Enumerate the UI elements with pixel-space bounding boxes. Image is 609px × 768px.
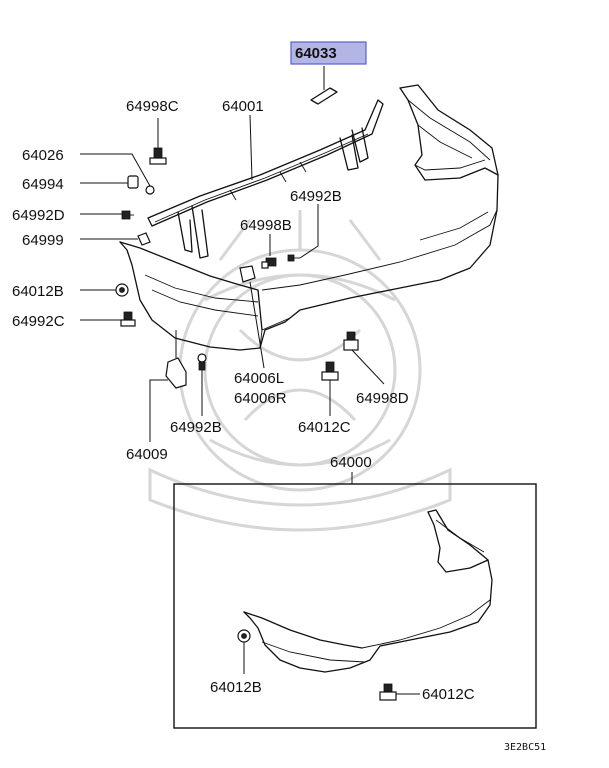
label-64992B-top[interactable]: 64992B <box>290 188 342 205</box>
watermark-emblem <box>148 210 452 532</box>
fastener-64992B-bottom <box>197 353 207 371</box>
part-bumper-cover-assembly <box>243 509 493 673</box>
label-64999[interactable]: 64999 <box>22 232 64 249</box>
fastener-64012C-mid <box>321 361 339 381</box>
fastener-64992C <box>120 311 136 327</box>
label-64009[interactable]: 64009 <box>126 446 168 463</box>
fastener-64992B-top <box>287 254 300 262</box>
fastener-64998B <box>261 257 277 269</box>
fastener-64026 <box>145 185 155 195</box>
fastener-64998C <box>149 147 167 165</box>
figure-code: 3E2BC51 <box>504 742 546 753</box>
fastener-64012C-box <box>379 683 397 701</box>
label-64000[interactable]: 64000 <box>330 454 372 471</box>
part-64001-reinforcement <box>147 99 384 259</box>
label-64012C-mid[interactable]: 64012C <box>298 419 351 436</box>
clip-64999 <box>137 232 151 246</box>
label-64994[interactable]: 64994 <box>22 176 64 193</box>
label-64992D[interactable]: 64992D <box>12 207 65 224</box>
label-64006R[interactable]: 64006R <box>234 390 287 407</box>
label-64001[interactable]: 64001 <box>222 98 264 115</box>
fastener-64998D <box>343 331 359 351</box>
bracket-64009 <box>165 357 187 389</box>
label-64998C[interactable]: 64998C <box>126 98 179 115</box>
fastener-64012B-box <box>237 629 251 643</box>
part-bumper-cover <box>119 84 499 351</box>
label-64012B-box[interactable]: 64012B <box>210 679 262 696</box>
fastener-64012B-left <box>115 283 129 297</box>
label-64033[interactable]: 64033 <box>295 45 337 62</box>
label-64012B-left[interactable]: 64012B <box>12 283 64 300</box>
label-64006L[interactable]: 64006L <box>234 370 284 387</box>
fastener-64994 <box>127 175 139 189</box>
fastener-64992D <box>121 210 134 220</box>
label-64992B-bottom[interactable]: 64992B <box>170 419 222 436</box>
label-64012C-box[interactable]: 64012C <box>422 686 475 703</box>
label-64992C[interactable]: 64992C <box>12 313 65 330</box>
bracket-64006 <box>239 265 256 283</box>
label-64026[interactable]: 64026 <box>22 147 64 164</box>
highlight-box-64033 <box>290 41 367 65</box>
assembly-box-64000 <box>173 483 537 729</box>
label-64998B[interactable]: 64998B <box>240 217 292 234</box>
label-64998D[interactable]: 64998D <box>356 390 409 407</box>
part-64033-pad <box>310 87 338 105</box>
leader-lines <box>80 114 385 442</box>
